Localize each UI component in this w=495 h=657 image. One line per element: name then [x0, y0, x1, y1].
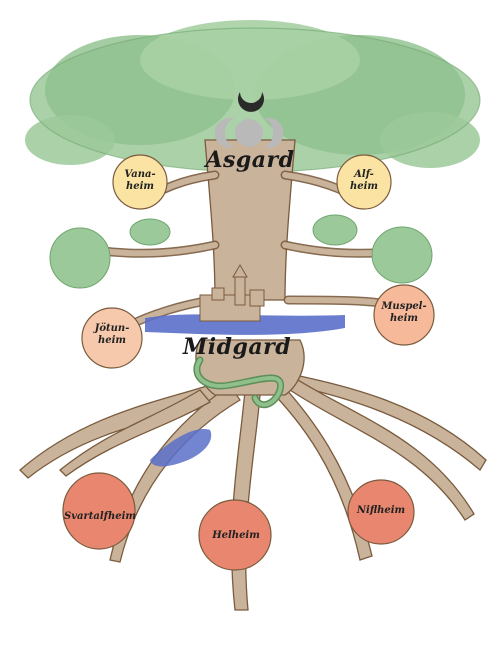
realm-jotunheim-circle [81, 307, 143, 369]
midgard-water [145, 314, 345, 335]
jotunheim-label: Jötun- heim [94, 323, 130, 346]
realm-svartalfheim-circle [62, 472, 136, 550]
triple-moon-icon [214, 92, 284, 149]
realm-helheim-circle [198, 499, 272, 571]
niflheim-label: Niflheim [356, 505, 406, 516]
realm-alfheim-circle [336, 154, 392, 210]
realm-niflheim-circle [347, 479, 415, 545]
muspelheim-label: Muspel- heim [381, 301, 427, 324]
serpent-icon-fill [194, 358, 283, 407]
helheim-label: Helheim [212, 530, 260, 541]
roots [19, 371, 487, 611]
castle-icon [199, 264, 265, 322]
alfheim-label: Alf- heim [349, 169, 378, 192]
root-water [150, 429, 212, 467]
svartalfheim-label: Svartalfheim [64, 511, 136, 522]
side-foliage [49, 214, 433, 289]
midgard-label: Midgard [182, 334, 292, 360]
realm-vanaheim-circle [112, 154, 168, 210]
asgard-label: Asgard [205, 147, 295, 173]
vanaheim-label: Vana- heim [124, 169, 156, 192]
realm-muspelheim-circle [373, 284, 435, 346]
